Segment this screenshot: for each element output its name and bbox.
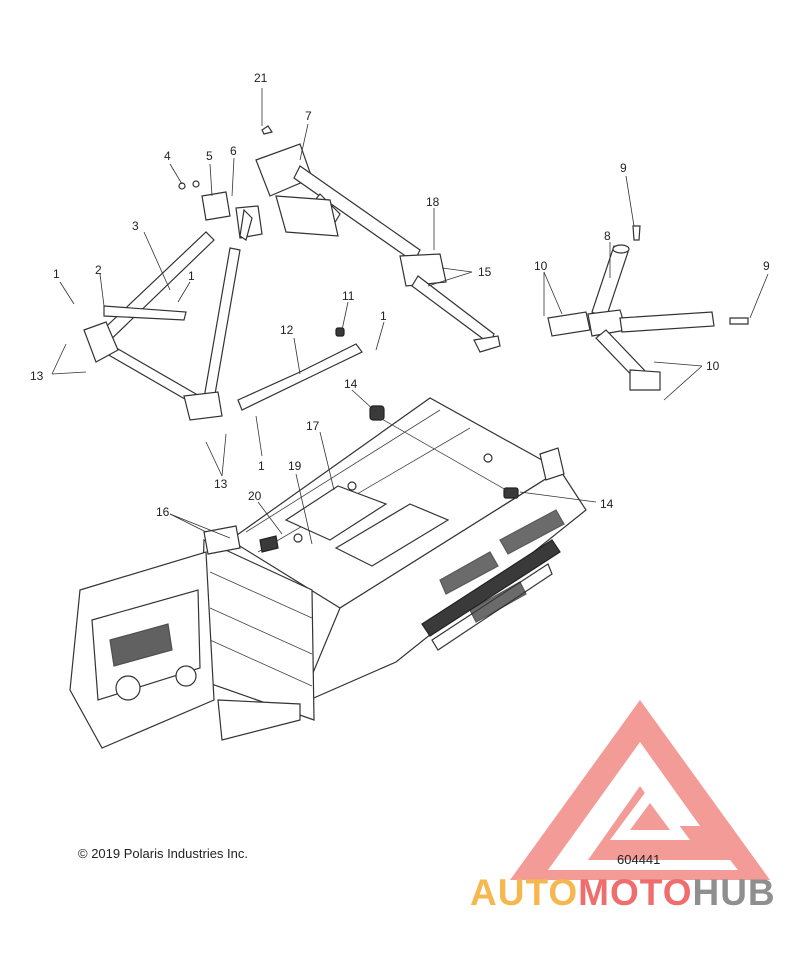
callout-8: 8	[604, 229, 611, 243]
callout-11: 11	[342, 289, 355, 303]
watermark-wordmark: AUTOMOTOHUB	[470, 872, 776, 914]
callout-9-top: 9	[620, 161, 627, 175]
callout-1-rod: 1	[380, 309, 387, 323]
callout-2: 2	[95, 263, 102, 277]
callout-20: 20	[248, 489, 262, 503]
callout-19: 19	[288, 459, 302, 473]
wordmark-hub: HUB	[692, 872, 776, 913]
callout-15: 15	[478, 265, 492, 279]
callout-12: 12	[280, 323, 294, 337]
callout-9-right: 9	[763, 259, 770, 273]
callout-3: 3	[132, 219, 139, 233]
callout-7: 7	[305, 109, 312, 123]
callout-4: 4	[164, 149, 171, 163]
wordmark-auto: AUTO	[470, 872, 579, 913]
callout-labels: 21 7 4 5 6 3 2 1 1 13 13 1 12 11 1 14 18…	[30, 71, 770, 519]
callout-1-arm: 1	[188, 269, 195, 283]
callout-10-right: 10	[706, 359, 720, 373]
rear-arm-assembly	[547, 225, 749, 391]
callout-14-upper: 14	[344, 377, 358, 391]
drawing-number: 604441	[617, 852, 661, 867]
callout-13-bottom: 13	[214, 477, 228, 491]
callout-21: 21	[254, 71, 268, 85]
wordmark-moto: MOTO	[578, 872, 693, 913]
upper-steering-frame	[255, 143, 501, 353]
main-chassis	[69, 397, 587, 749]
leader-lines	[51, 88, 769, 545]
callout-14-right: 14	[600, 497, 614, 511]
callout-1-bottom: 1	[258, 459, 265, 473]
callout-18: 18	[426, 195, 440, 209]
callout-17: 17	[306, 419, 320, 433]
watermark-logo-icon	[510, 700, 770, 880]
callout-13-left: 13	[30, 369, 44, 383]
callout-16: 16	[156, 505, 170, 519]
callout-1-left: 1	[53, 267, 60, 281]
callout-10-left: 10	[534, 259, 548, 273]
copyright-notice: © 2019 Polaris Industries Inc.	[78, 846, 248, 861]
callout-6: 6	[230, 144, 237, 158]
upper-bracket-hardware	[178, 180, 263, 241]
front-a-arm-assembly	[83, 231, 241, 421]
callout-5: 5	[206, 149, 213, 163]
